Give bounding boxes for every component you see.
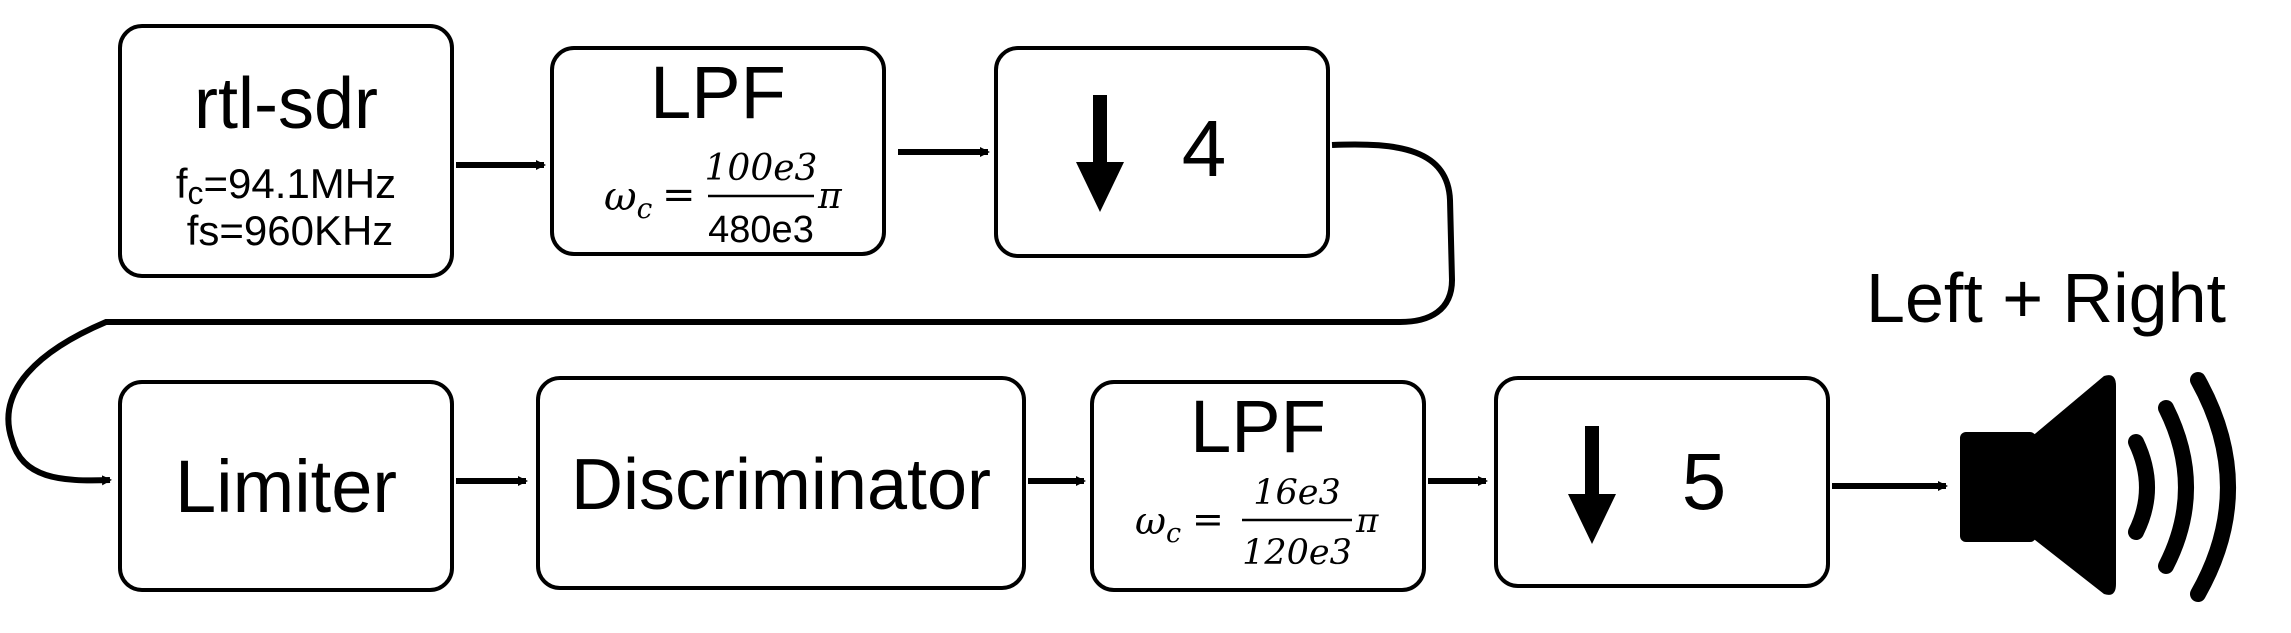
lpf1-omega: ωc — [604, 174, 653, 225]
decimation-factor-4: 4 — [1182, 104, 1227, 193]
limiter-title: Limiter — [175, 445, 397, 528]
down-arrow-icon — [1076, 95, 1124, 212]
lpf2-equals: = — [1192, 497, 1224, 541]
discriminator-title: Discriminator — [571, 445, 991, 525]
sample-rate: fs=960KHz — [187, 207, 394, 254]
rtl-sdr-block: rtl-sdr fc=94.1MHz fs=960KHz — [118, 24, 454, 278]
decimation-factor-5: 5 — [1682, 437, 1727, 526]
decimate-4-block: 4 — [994, 46, 1330, 258]
center-frequency: fc=94.1MHz — [176, 160, 396, 211]
lpf1-denominator: 480e3 — [708, 209, 814, 251]
lpf1-numerator: 100e3 — [705, 148, 818, 189]
limiter-block: Limiter — [118, 380, 454, 592]
lpf2-numerator: 16e3 — [1253, 473, 1341, 513]
rtl-sdr-title: rtl-sdr — [194, 64, 378, 144]
lpf2-pi: π — [1355, 501, 1379, 541]
lpf1-title: LPF — [650, 51, 786, 134]
lpf2-omega: ωc — [1135, 499, 1181, 549]
decimate-5-block: 5 — [1494, 376, 1830, 588]
speaker-icon — [1960, 372, 2236, 602]
lpf2-denominator: 120e3 — [1242, 533, 1352, 573]
lpf1-pi: π — [817, 176, 843, 217]
down-arrow-icon — [1568, 426, 1616, 544]
lpf2-title: LPF — [1190, 385, 1326, 468]
lpf1-block: LPF ωc = 100e3 480e3 π — [550, 46, 886, 256]
output-label: Left + Right — [1866, 259, 2226, 337]
lpf1-equals: = — [662, 172, 696, 218]
discriminator-block: Discriminator — [536, 376, 1026, 590]
lpf2-block: LPF ωc = 16e3 120e3 π — [1090, 380, 1426, 592]
wrap-connector — [5, 141, 1456, 486]
